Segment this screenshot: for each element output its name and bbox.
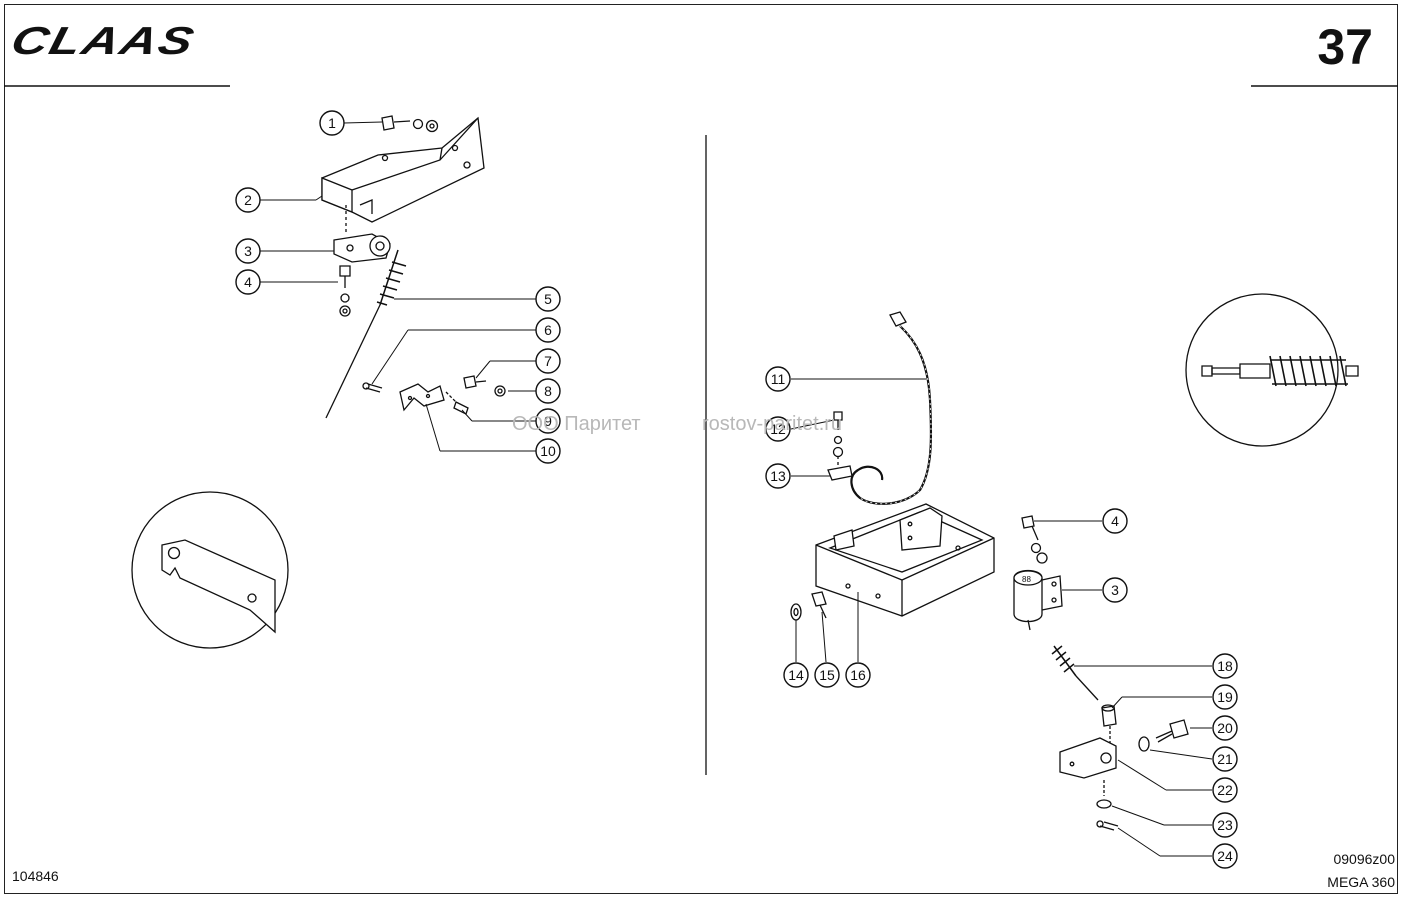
inset-detail-plate	[131, 491, 289, 649]
left-assembly	[321, 115, 506, 419]
callout-10: 10	[535, 438, 561, 464]
callout-2: 2	[235, 187, 261, 213]
svg-text:12: 12	[770, 421, 786, 437]
callout-3: 3	[235, 238, 261, 264]
drawing-code-right: 09096z00	[1333, 851, 1395, 867]
callout-21: 21	[1212, 746, 1238, 772]
svg-text:11: 11	[771, 371, 786, 387]
callout-3-right: 3	[1102, 577, 1128, 603]
callout-20: 20	[1212, 715, 1238, 741]
callout-13: 13	[765, 463, 791, 489]
callout-18: 18	[1212, 653, 1238, 679]
callout-23: 23	[1212, 812, 1238, 838]
svg-text:1: 1	[328, 115, 336, 131]
watermark-company: ООО Паритет	[512, 413, 641, 435]
callout-16: 16	[845, 662, 871, 688]
watermark-site: rostov-paritet.ru	[702, 413, 842, 435]
svg-text:2: 2	[244, 192, 252, 208]
callout-1: 1	[319, 110, 345, 136]
callout-22: 22	[1212, 777, 1238, 803]
callout-bubbles: 1 2 3 4 5 6 7 8 9 10 11 12 13 4 3 14 15 …	[235, 110, 1238, 869]
svg-text:9: 9	[544, 413, 552, 429]
model-name: MEGA 360	[1327, 874, 1395, 890]
callout-5: 5	[535, 286, 561, 312]
callout-4-right: 4	[1102, 508, 1128, 534]
svg-text:15: 15	[819, 667, 835, 683]
svg-text:5: 5	[544, 291, 552, 307]
svg-text:13: 13	[770, 468, 786, 484]
callout-15: 15	[814, 662, 840, 688]
svg-text:3: 3	[244, 243, 252, 259]
callout-11: 11	[765, 366, 791, 392]
svg-text:20: 20	[1217, 720, 1233, 736]
svg-text:6: 6	[544, 322, 552, 338]
callout-6: 6	[535, 317, 561, 343]
page-frame	[4, 4, 1398, 894]
svg-text:21: 21	[1217, 751, 1233, 767]
svg-text:14: 14	[788, 667, 804, 683]
callout-7: 7	[535, 348, 561, 374]
callout-9: 9	[535, 408, 561, 434]
inset-detail-spring	[1185, 293, 1359, 447]
callout-14: 14	[783, 662, 809, 688]
callout-4: 4	[235, 269, 261, 295]
svg-text:7: 7	[544, 353, 552, 369]
svg-text:19: 19	[1217, 689, 1233, 705]
svg-text:4: 4	[1111, 513, 1119, 529]
svg-text:23: 23	[1217, 817, 1233, 833]
svg-text:16: 16	[850, 667, 866, 683]
callout-24: 24	[1212, 843, 1238, 869]
page-number: 37	[1317, 19, 1373, 75]
callout-12: 12	[765, 416, 791, 442]
svg-text:4: 4	[244, 274, 252, 290]
svg-text:88: 88	[1022, 575, 1031, 584]
svg-text:22: 22	[1217, 782, 1233, 798]
svg-text:24: 24	[1217, 848, 1233, 864]
drawing-code-left: 104846	[12, 868, 59, 884]
callout-8: 8	[535, 378, 561, 404]
callout-leaders	[260, 121, 1213, 857]
svg-text:8: 8	[544, 383, 552, 399]
svg-text:10: 10	[540, 443, 556, 459]
callout-19: 19	[1212, 684, 1238, 710]
right-assembly: 88	[790, 311, 1189, 831]
svg-text:18: 18	[1217, 658, 1233, 674]
svg-text:3: 3	[1111, 582, 1119, 598]
